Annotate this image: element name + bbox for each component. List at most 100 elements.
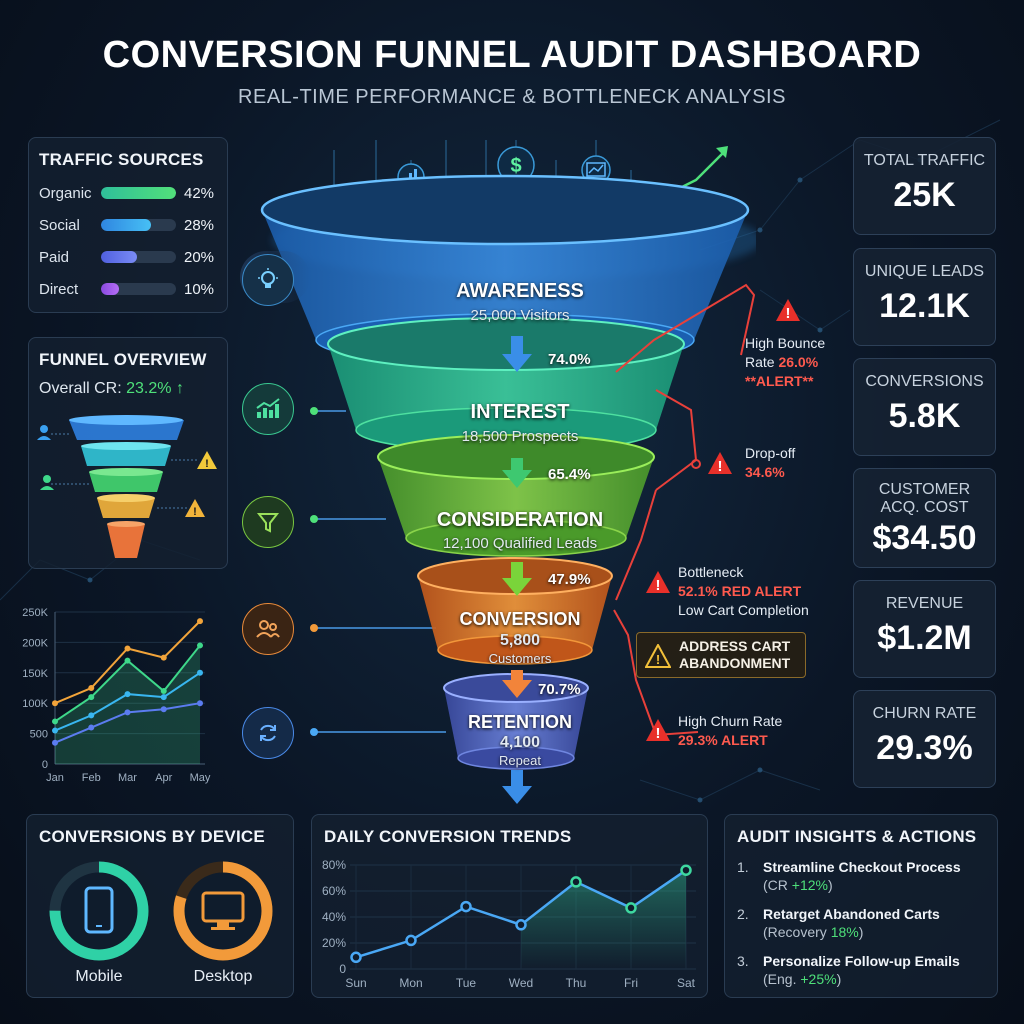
down-arrow-icon: [502, 770, 532, 804]
data-point: [52, 739, 58, 746]
insight-detail: ): [858, 924, 864, 940]
dropoff-alert-note: Drop-off 34.6%: [745, 444, 795, 482]
source-name: Paid: [39, 248, 70, 266]
action-text: ADDRESS CART: [679, 638, 791, 654]
desktop-icon: [201, 891, 245, 930]
data-point: [405, 934, 417, 947]
funnel-overview-panel: FUNNEL OVERVIEW Overall CR: 23.2% ↑ ! !: [28, 337, 228, 569]
data-point: [570, 876, 582, 888]
x-tick-label: Sun: [345, 976, 366, 990]
source-bar: [101, 283, 176, 295]
main-funnel: $: [260, 140, 756, 804]
kpi-total-traffic: TOTAL TRAFFIC 25K: [853, 137, 996, 235]
source-name: Organic: [39, 184, 92, 202]
x-tick-label: Apr: [155, 772, 172, 784]
kpi-conversions: CONVERSIONS 5.8K: [853, 358, 996, 456]
data-point: [160, 694, 167, 701]
svg-text:!: !: [656, 577, 661, 594]
user-icon: [37, 425, 51, 440]
insight-detail: (Eng.: [763, 971, 801, 987]
kpi-customer-acq-cost: CUSTOMER ACQ. COST $34.50: [853, 468, 996, 568]
data-point: [350, 951, 362, 964]
y-tick-label: 20%: [322, 936, 346, 950]
alert-text: Drop-off: [745, 445, 796, 461]
stage-consideration-sub: 12,100 Qualified Leads: [442, 535, 598, 552]
source-percent: 28%: [184, 216, 215, 234]
stage-conversion-value: 5,800: [499, 632, 541, 649]
data-point: [160, 688, 167, 695]
insights-title: AUDIT INSIGHTS & ACTIONS: [737, 827, 977, 846]
data-point: [88, 685, 95, 691]
stage-retention-value: 4,100: [499, 734, 541, 751]
data-point: [124, 691, 131, 698]
filter-icon: [242, 496, 294, 548]
kpi-label: CONVERSIONS: [865, 373, 984, 390]
down-arrow-icon: [502, 562, 532, 596]
warning-icon: !: [645, 644, 671, 668]
alert-text: Rate: [745, 354, 779, 370]
traffic-source-row: Paid 20%: [39, 246, 219, 268]
alert-flag: **ALERT**: [745, 373, 814, 389]
alert-value: 34.6%: [745, 464, 785, 480]
series-area: [55, 645, 200, 764]
y-tick-label: 80%: [322, 858, 346, 872]
mobile-icon: [84, 886, 114, 934]
address-cart-abandonment-button[interactable]: ! ADDRESS CART ABANDONMENT: [636, 632, 806, 678]
insight-title: Retarget Abandoned Carts: [763, 906, 940, 922]
down-arrow-icon: [502, 458, 532, 488]
stage-awareness-sub: 25,000 Visitors: [470, 307, 570, 324]
alert-value: 29.3% ALERT: [678, 732, 768, 748]
kpi-revenue: REVENUE $1.2M: [853, 580, 996, 678]
data-point: [515, 919, 527, 931]
alert-value: 26.0%: [778, 354, 819, 370]
insight-title: Personalize Follow-up Emails: [763, 953, 960, 969]
funnel-overview-title: FUNNEL OVERVIEW: [39, 350, 207, 369]
kpi-churn-rate: CHURN RATE 29.3%: [853, 690, 996, 788]
source-percent: 42%: [184, 184, 215, 202]
kpi-label: CUSTOMER ACQ. COST: [878, 481, 971, 516]
kpi-value: $34.50: [872, 519, 977, 557]
desktop-label: Desktop: [193, 968, 253, 985]
stage-awareness-title: AWARENESS: [456, 280, 584, 302]
stage-retention-title: RETENTION: [467, 712, 572, 732]
stage-conversion-sub: Customers: [488, 651, 552, 666]
stage-interest-sub: 18,500 Prospects: [461, 428, 579, 445]
alert-value: 52.1% RED ALERT: [678, 583, 802, 599]
donut-desktop: [173, 861, 273, 961]
x-tick-label: Fri: [624, 976, 638, 990]
action-text: ABANDONMENT: [679, 655, 791, 671]
conversion-rate: 65.4%: [548, 466, 591, 483]
churn-alert-note: High Churn Rate 29.3% ALERT: [678, 712, 782, 750]
device-donuts: [49, 861, 273, 961]
y-tick-label: 500: [30, 729, 48, 741]
refresh-icon: [242, 707, 294, 759]
traffic-source-row: Social 28%: [39, 214, 219, 236]
kpi-value: 12.1K: [879, 287, 970, 325]
chart-screen-icon: [586, 162, 606, 177]
stage-conversion-title: CONVERSION: [459, 609, 581, 629]
data-point: [197, 618, 203, 625]
kpi-value: 29.3%: [876, 729, 973, 767]
insight-item[interactable]: 1. Streamline Checkout Process (CR +12%): [737, 858, 961, 894]
insight-item[interactable]: 3. Personalize Follow-up Emails (Eng. +2…: [737, 952, 960, 988]
insight-detail: (CR: [763, 877, 792, 893]
traffic-sources-panel: TRAFFIC SOURCES Organic 42% Social 28% P…: [28, 137, 228, 313]
insight-item[interactable]: 2. Retarget Abandoned Carts (Recovery 18…: [737, 905, 940, 941]
data-point: [197, 700, 203, 707]
alert-text: High Bounce: [745, 335, 826, 351]
page-subtitle: REAL-TIME PERFORMANCE & BOTTLENECK ANALY…: [238, 86, 786, 108]
source-bar: [101, 219, 176, 231]
insight-detail: (Recovery: [763, 924, 831, 940]
data-point: [88, 712, 95, 719]
y-tick-label: 60%: [322, 884, 346, 898]
x-tick-label: Mon: [399, 976, 422, 990]
y-tick-label: 100K: [22, 698, 48, 710]
insight-metric: 18%: [830, 924, 859, 940]
alert-warning-icon: !: [646, 571, 670, 594]
traffic-source-row: Direct 10%: [39, 278, 219, 300]
overall-cr: Overall CR: 23.2% ↑: [39, 380, 184, 398]
insight-number: 3.: [737, 953, 749, 969]
kpi-value: 5.8K: [888, 397, 961, 435]
y-tick-label: 200K: [22, 637, 48, 649]
conversions-by-device-panel: CONVERSIONS BY DEVICE Mobile Desktop: [26, 814, 294, 998]
